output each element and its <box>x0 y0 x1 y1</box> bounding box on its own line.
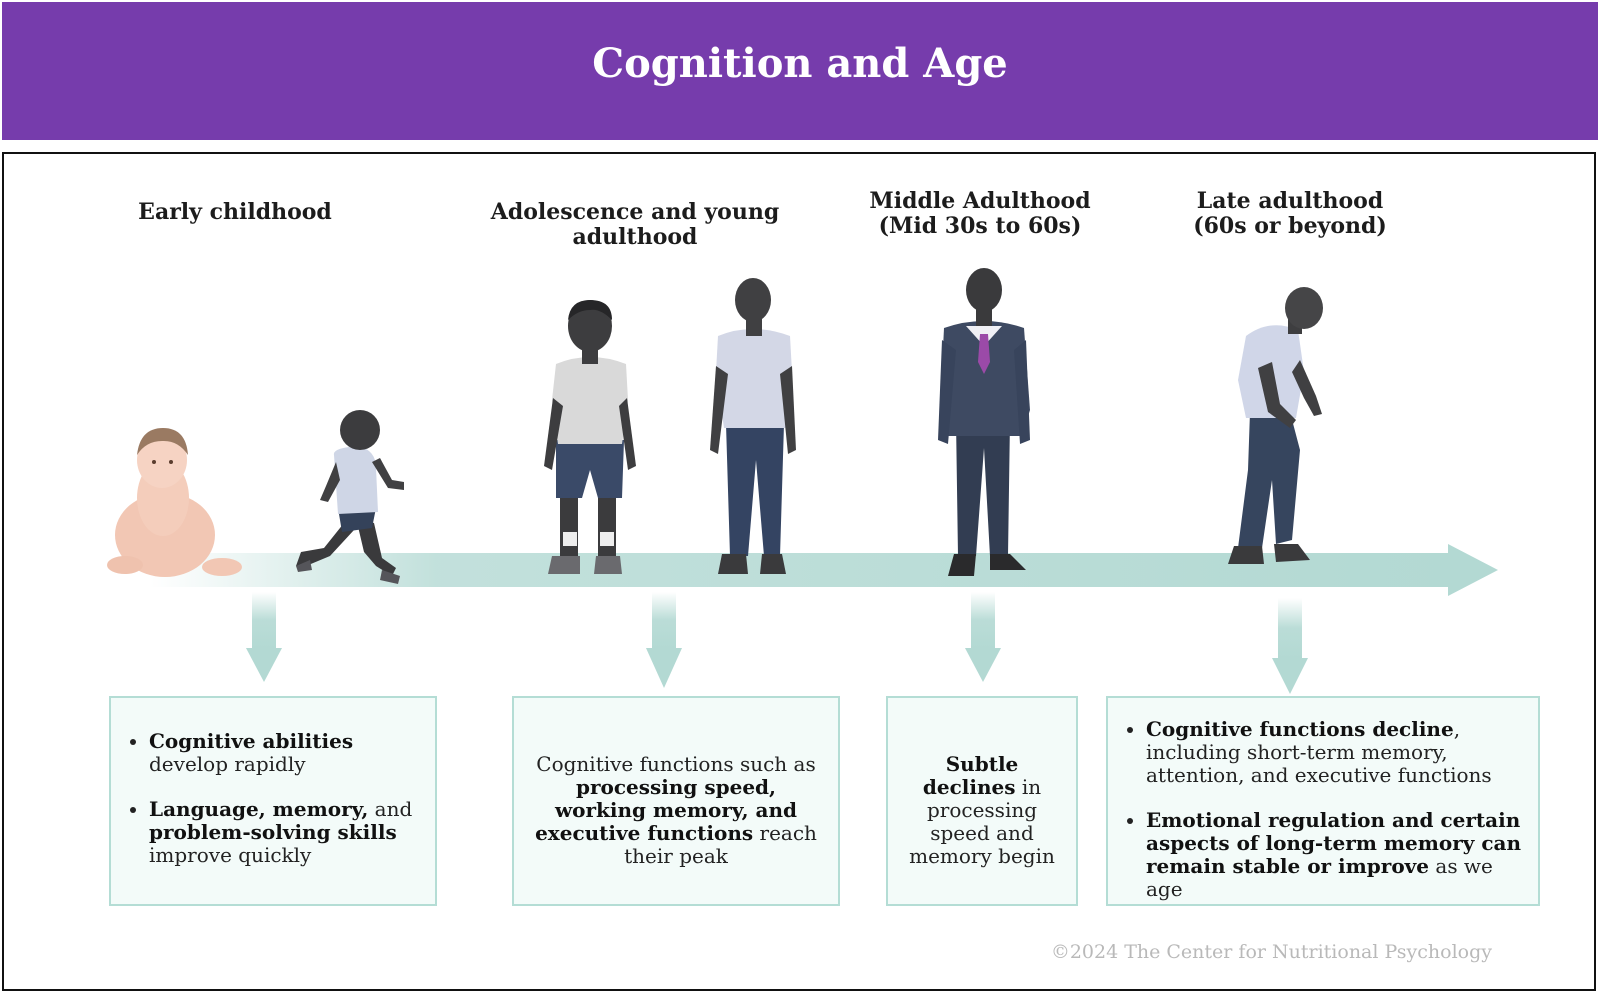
stage-title-middle-adulthood: Middle Adulthood (Mid 30s to 60s) <box>860 189 1100 239</box>
text: Cognitive functions such as <box>536 752 816 776</box>
bold-text: problem-solving skills <box>149 820 397 844</box>
down-arrow-late <box>1272 598 1308 694</box>
bold-text: Language, memory, <box>149 797 369 821</box>
stage-title-line: Early childhood <box>138 199 332 225</box>
stage-title-line: Adolescence and young <box>490 199 780 225</box>
toddler-figure <box>296 410 404 584</box>
middle-adult-figure <box>938 268 1030 576</box>
info-box-middle-adulthood: Subtle declines in processing speed and … <box>886 696 1078 906</box>
down-arrow-young <box>646 592 682 688</box>
copyright-text: ©2024 The Center for Nutritional Psychol… <box>1050 941 1492 963</box>
down-arrow-early <box>246 592 282 682</box>
bullet-list: Cognitive abilities develop rapidly Lang… <box>111 730 435 867</box>
page-title: Cognition and Age <box>592 40 1008 87</box>
bullet-list: Cognitive functions decline, including s… <box>1108 718 1524 901</box>
text: improve quickly <box>149 843 312 867</box>
text: reach their peak <box>624 821 817 868</box>
text: in processing speed and memory begin <box>909 775 1055 868</box>
bullet-item: Emotional regulation and certain aspects… <box>1146 809 1524 901</box>
text: , including short-term memory, attention… <box>1146 717 1492 787</box>
older-adult-figure <box>1228 287 1323 564</box>
info-box-adolescence: Cognitive functions such as processing s… <box>512 696 840 906</box>
stage-title-line: Middle Adulthood <box>869 188 1091 214</box>
stage-title-line: adulthood <box>572 224 698 250</box>
young-adult-figure <box>710 278 796 574</box>
text: and <box>368 797 413 821</box>
adolescent-figure <box>544 300 636 574</box>
bold-text: Cognitive abilities <box>149 729 354 753</box>
baby-figure <box>107 428 242 577</box>
stage-title-line: (60s or beyond) <box>1193 213 1387 239</box>
bold-text: Cognitive functions decline <box>1146 717 1454 741</box>
text: develop rapidly <box>149 752 306 776</box>
stage-title-adolescence: Adolescence and young adulthood <box>480 200 790 250</box>
bullet-item: Language, memory, and problem-solving sk… <box>149 798 435 867</box>
down-arrow-middle <box>965 592 1001 682</box>
content-frame <box>2 152 1596 991</box>
bold-text: processing speed, working memory, and ex… <box>535 775 798 845</box>
text: as we age <box>1146 854 1493 901</box>
bullet-item: Cognitive functions decline, including s… <box>1146 718 1524 787</box>
info-box-early-childhood: Cognitive abilities develop rapidly Lang… <box>109 696 437 906</box>
title-banner: Cognition and Age <box>2 2 1598 140</box>
stage-title-line: Late adulthood <box>1196 188 1384 214</box>
stage-title-early-childhood: Early childhood <box>130 200 340 225</box>
stage-title-late-adulthood: Late adulthood (60s or beyond) <box>1175 189 1405 239</box>
bold-text: Emotional regulation and certain aspects… <box>1146 808 1522 878</box>
stage-title-line: (Mid 30s to 60s) <box>878 213 1082 239</box>
bullet-item: Cognitive abilities develop rapidly <box>149 730 435 776</box>
info-box-late-adulthood: Cognitive functions decline, including s… <box>1106 696 1540 906</box>
bold-text: Subtle declines <box>922 752 1019 799</box>
